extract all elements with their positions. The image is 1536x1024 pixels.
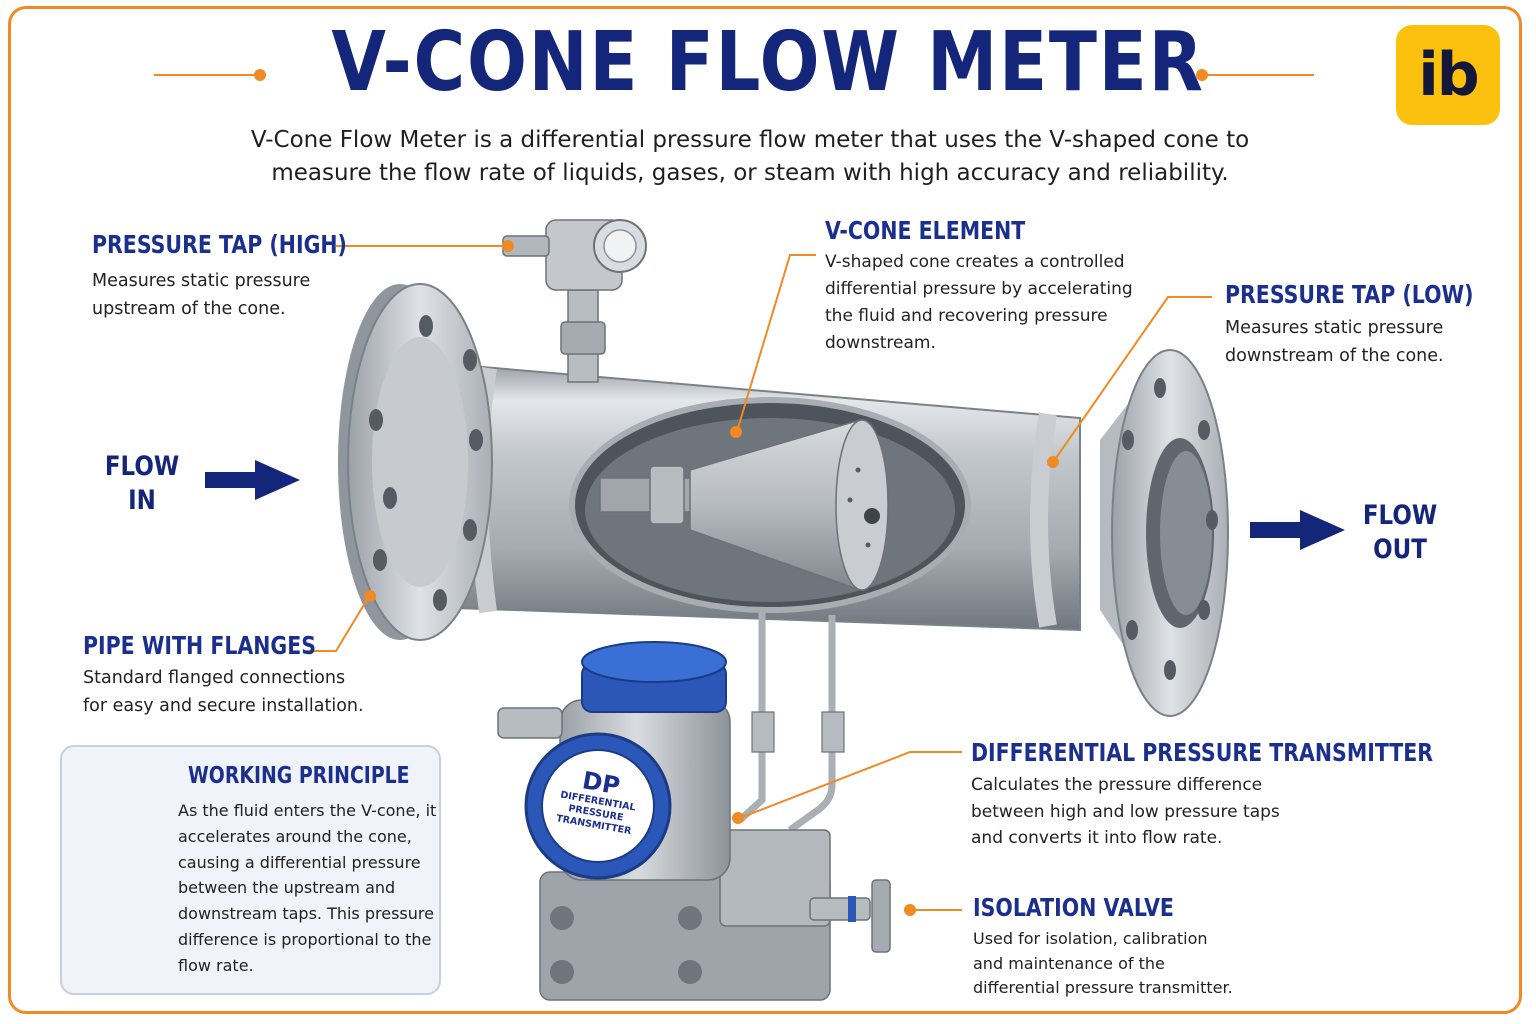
flow-in-line1: FLOW (104, 451, 180, 482)
dp-transmitter (497, 641, 891, 1001)
left-flange (338, 283, 493, 641)
flow-out-line1: FLOW (1362, 500, 1438, 531)
title-deco-line-right (1206, 74, 1314, 76)
flow-out-label: FLOW OUT (1361, 499, 1439, 567)
flow-in-line2: IN (128, 485, 156, 516)
outer-frame (8, 6, 1522, 1014)
title-deco-dot-left (254, 69, 266, 81)
page-title: V-CONE FLOW METER (331, 15, 1205, 110)
flow-arrows (205, 460, 1345, 550)
pressure-tap-high-text: Measures static pressure upstream of the… (92, 271, 311, 319)
pipe-with-flanges-heading: PIPE WITH FLANGES (83, 631, 317, 660)
tube-fittings (751, 711, 845, 753)
impulse-tubes (737, 612, 836, 833)
isolation-valve-heading: ISOLATION VALVE (973, 893, 1174, 922)
pipe-with-flanges-text: Standard flanged connections for easy an… (83, 668, 364, 716)
pressure-tap-low-heading: PRESSURE TAP (LOW) (1225, 280, 1474, 309)
pressure-tap-low-text: Measures static pressure downstream of t… (1225, 318, 1444, 366)
flow-in-label: FLOW IN (103, 450, 181, 518)
title-deco-dot-right (1196, 69, 1208, 81)
flow-out-line2: OUT (1373, 534, 1427, 565)
right-flange (1100, 349, 1229, 717)
page-subtitle: V-Cone Flow Meter is a differential pres… (250, 127, 1250, 186)
leader-dots (364, 240, 1059, 916)
working-principle-text: As the fluid enters the V-cone, it accel… (178, 801, 437, 975)
pressure-tap-high-heading: PRESSURE TAP (HIGH) (92, 230, 347, 259)
isolation-valve-text: Used for isolation, calibration and main… (973, 929, 1233, 997)
working-principle-heading: WORKING PRINCIPLE (188, 763, 410, 789)
dp-transmitter-heading: DIFFERENTIAL PRESSURE TRANSMITTER (971, 738, 1434, 767)
brand-logo: ib (1396, 25, 1500, 125)
dp-transmitter-text: Calculates the pressure difference betwe… (971, 775, 1280, 848)
leader-lines (306, 245, 1212, 911)
working-principle-box (60, 745, 441, 995)
v-cone-element-text: V-shaped cone creates a controlled diffe… (825, 252, 1133, 353)
high-pressure-tap (502, 219, 647, 383)
v-cone-element-heading: V-CONE ELEMENT (825, 216, 1026, 245)
title-deco-line-left (154, 74, 256, 76)
cutaway-window (569, 397, 971, 613)
